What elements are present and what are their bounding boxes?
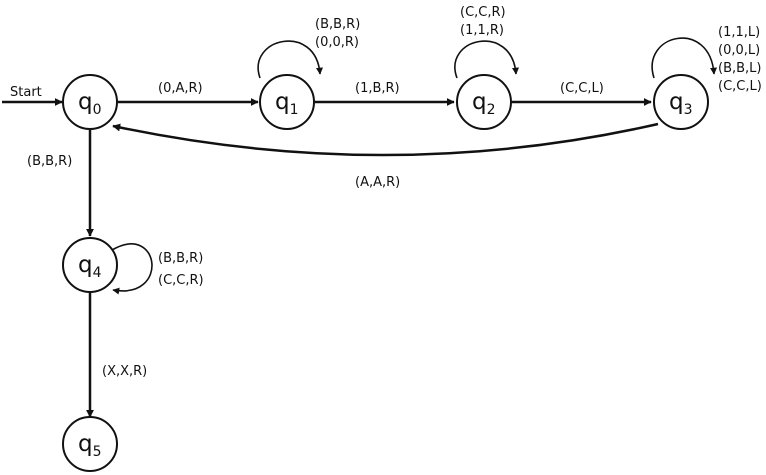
state-q0-letter: q0 [78,89,102,118]
state-q4-subscript: 4 [93,265,102,281]
loop-q1 [257,40,323,79]
loop-label-q4-0: (B,B,R) [158,251,203,266]
state-q3-subscript: 3 [684,102,693,118]
edge-label-q0-q4: (B,B,R) [27,154,72,169]
state-q5: q5 [62,416,118,472]
state-q5-subscript: 5 [93,444,102,460]
start-label: Start [10,85,42,100]
edge-label-q1-q2: (1,B,R) [355,81,400,96]
state-q2-subscript: 2 [487,102,496,118]
edge-label-q2-q3: (C,C,L) [560,81,604,96]
edge-label-q4-q5: (X,X,R) [102,364,147,379]
edge-label-q3-q0: (A,A,R) [355,175,400,190]
state-q1-letter: q1 [275,89,299,118]
loop-q4 [111,243,153,295]
state-q3-letter: q3 [669,89,693,118]
loop-q3 [651,37,718,79]
loop-label-q2-0: (C,C,R) [460,5,506,20]
state-q2: q2 [456,74,512,130]
state-q1-subscript: 1 [290,102,299,118]
loop-label-q3-3: (C,C,L) [718,79,762,94]
loop-label-q1-1: (0,0,R) [315,35,359,50]
loop-label-q4-1: (C,C,R) [158,273,204,288]
loop-q2 [454,40,519,79]
state-q3: q3 [653,74,709,130]
state-q0-subscript: 0 [93,102,102,118]
loop-label-q3-2: (B,B,L) [718,61,762,76]
state-q0: q0 [62,74,118,130]
loop-label-q3-1: (0,0,L) [718,43,760,58]
state-q1: q1 [259,74,315,130]
edge-label-q0-q1: (0,A,R) [158,81,203,96]
loop-label-q3-0: (1,1,L) [718,25,760,40]
loop-label-q1-0: (B,B,R) [315,17,360,32]
edge-q3-q0 [112,122,659,157]
state-q5-letter: q5 [78,431,102,460]
loop-label-q2-1: (1,1,R) [460,23,504,38]
state-q4: q4 [62,237,118,293]
state-q2-letter: q2 [472,89,496,118]
state-q4-letter: q4 [78,252,102,281]
